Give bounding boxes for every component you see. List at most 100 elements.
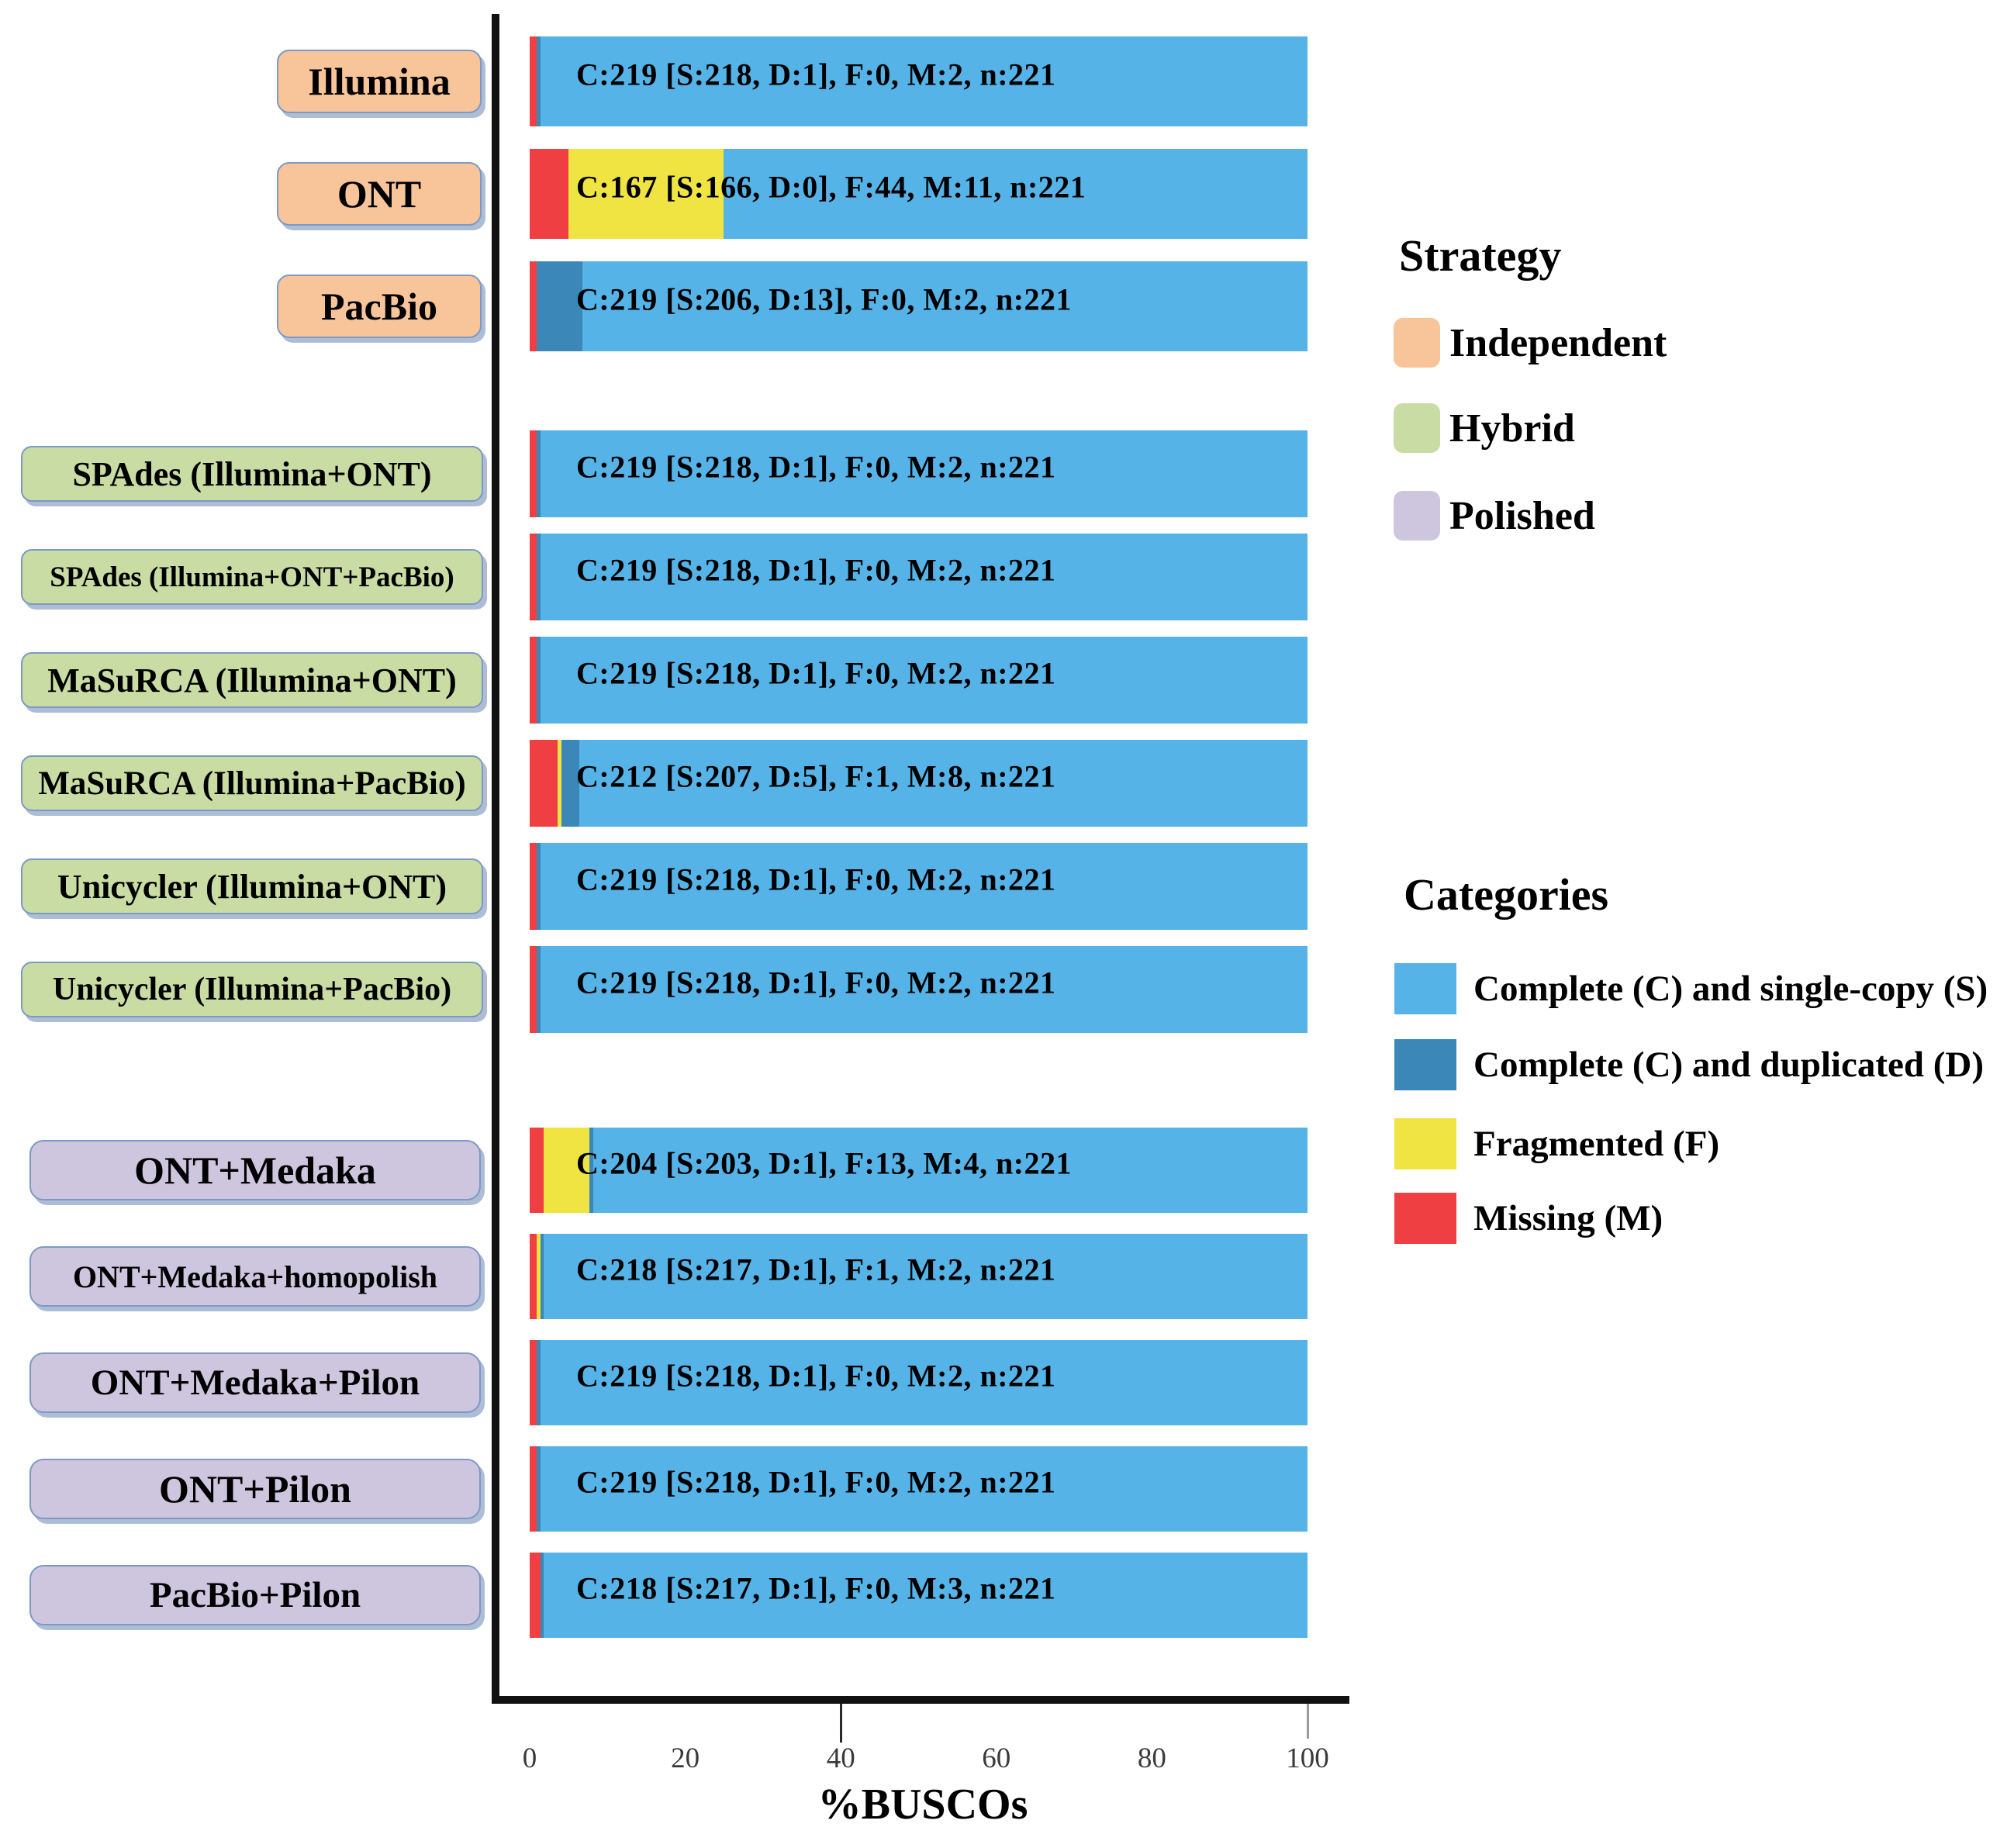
legend-swatch (1394, 318, 1440, 368)
duplicated-segment (540, 1553, 544, 1638)
row-label-text: MaSuRCA (Illumina+PacBio) (38, 765, 466, 802)
missing-segment (530, 261, 537, 351)
row-label-text: PacBio+Pilon (149, 1575, 361, 1615)
row-label: ONT+Medaka+homopolish (29, 1246, 481, 1307)
busco-bar: C:167 [S:166, D:0], F:44, M:11, n:221 (530, 149, 1308, 239)
busco-summary-text: C:167 [S:166, D:0], F:44, M:11, n:221 (576, 169, 1086, 205)
missing-segment (530, 1553, 541, 1638)
row-label-text: SPAdes (Illumina+ONT) (72, 454, 432, 493)
row-label: SPAdes (Illumina+ONT+PacBio) (21, 549, 483, 605)
missing-segment (530, 946, 537, 1033)
busco-summary-text: C:219 [S:218, D:1], F:0, M:2, n:221 (576, 57, 1056, 92)
legend-item: Complete (C) and single-copy (S) (1394, 963, 1988, 1014)
row-label-text: Unicycler (Illumina+PacBio) (52, 972, 452, 1007)
busco-bar: C:219 [S:218, D:1], F:0, M:2, n:221 (530, 637, 1308, 724)
single-copy-segment (540, 637, 1308, 724)
duplicated-segment (537, 534, 541, 620)
fragmented-segment (537, 1234, 541, 1319)
legend-item: Hybrid (1394, 403, 1575, 453)
missing-segment (530, 1340, 537, 1425)
fragmented-segment (568, 149, 724, 239)
x-tick-label: 40 (826, 1743, 855, 1774)
legend-item: Complete (C) and duplicated (D) (1394, 1039, 1984, 1090)
row-label: Unicycler (Illumina+ONT) (21, 858, 483, 914)
legend-swatch (1394, 1039, 1456, 1090)
busco-bar: C:219 [S:206, D:13], F:0, M:2, n:221 (530, 261, 1308, 351)
row-label-text: ONT+Medaka+homopolish (72, 1259, 438, 1294)
busco-bar: C:218 [S:217, D:1], F:1, M:2, n:221 (530, 1234, 1308, 1319)
row-label: PacBio+Pilon (29, 1565, 481, 1625)
single-copy-segment (540, 430, 1308, 517)
row-label-text: Illumina (308, 60, 451, 103)
busco-bar: C:212 [S:207, D:5], F:1, M:8, n:221 (530, 740, 1308, 827)
single-copy-segment (592, 1128, 1308, 1213)
x-axis-line (492, 1696, 1349, 1704)
x-tick-label: 60 (982, 1743, 1011, 1774)
single-copy-segment (544, 1553, 1308, 1638)
legend-label: Independent (1449, 320, 1667, 365)
missing-segment (530, 430, 537, 517)
missing-segment (530, 1446, 537, 1532)
row-label-text: ONT+Pilon (159, 1467, 351, 1511)
row-label: Unicycler (Illumina+PacBio) (21, 962, 483, 1017)
x-tick-mark (840, 1704, 843, 1743)
duplicated-segment (537, 430, 541, 517)
duplicated-segment (537, 946, 541, 1033)
busco-summary-text: C:219 [S:218, D:1], F:0, M:2, n:221 (576, 1358, 1056, 1394)
busco-bar: C:204 [S:203, D:1], F:13, M:4, n:221 (530, 1128, 1308, 1213)
busco-bar: C:219 [S:218, D:1], F:0, M:2, n:221 (530, 430, 1308, 517)
x-tick-label: 80 (1137, 1743, 1166, 1774)
row-label: MaSuRCA (Illumina+PacBio) (21, 755, 483, 811)
legend-swatch (1394, 403, 1440, 453)
y-axis-line (492, 14, 499, 1704)
legend-swatch (1394, 491, 1440, 541)
duplicated-segment (589, 1128, 593, 1213)
legend-categories-title: Categories (1404, 869, 1609, 920)
duplicated-segment (537, 637, 541, 724)
row-label-text: MaSuRCA (Illumina+ONT) (47, 661, 457, 699)
busco-summary-text: C:219 [S:218, D:1], F:0, M:2, n:221 (576, 862, 1056, 897)
legend-item: Missing (M) (1394, 1193, 1663, 1244)
single-copy-segment (544, 1234, 1308, 1319)
row-label-text: ONT (337, 172, 422, 216)
fragmented-segment (544, 1128, 590, 1213)
fragmented-segment (558, 740, 561, 827)
legend-label: Polished (1449, 493, 1595, 538)
legend-label: Hybrid (1449, 406, 1575, 451)
x-axis-title: %BUSCOs (817, 1781, 1028, 1829)
row-label-text: SPAdes (Illumina+ONT+PacBio) (50, 561, 454, 593)
legend-label: Missing (M) (1473, 1198, 1663, 1238)
legend-label: Fragmented (F) (1473, 1124, 1720, 1164)
missing-segment (530, 1234, 537, 1319)
row-label: SPAdes (Illumina+ONT) (21, 446, 483, 502)
legend-swatch (1394, 963, 1456, 1014)
busco-bar: C:219 [S:218, D:1], F:0, M:2, n:221 (530, 843, 1308, 930)
legend-swatch (1394, 1118, 1456, 1169)
row-label: Illumina (277, 50, 482, 113)
missing-segment (530, 637, 537, 724)
missing-segment (530, 149, 568, 239)
busco-summary-text: C:204 [S:203, D:1], F:13, M:4, n:221 (576, 1145, 1073, 1181)
legend-item: Polished (1394, 491, 1595, 541)
duplicated-segment (537, 36, 541, 126)
legend-swatch (1394, 1193, 1456, 1244)
busco-bar: C:219 [S:218, D:1], F:0, M:2, n:221 (530, 36, 1308, 126)
row-label-text: ONT+Medaka+Pilon (90, 1363, 420, 1403)
duplicated-segment (561, 740, 579, 827)
busco-summary-text: C:212 [S:207, D:5], F:1, M:8, n:221 (576, 758, 1056, 794)
duplicated-segment (537, 843, 541, 930)
busco-summary-text: C:218 [S:217, D:1], F:0, M:3, n:221 (576, 1570, 1056, 1606)
legend-item: Independent (1394, 318, 1667, 368)
legend-label: Complete (C) and single-copy (S) (1473, 969, 1988, 1009)
row-label: ONT (277, 162, 482, 226)
single-copy-segment (582, 261, 1308, 351)
row-label: ONT+Medaka+Pilon (29, 1352, 481, 1413)
busco-summary-text: C:219 [S:218, D:1], F:0, M:2, n:221 (576, 1464, 1056, 1500)
busco-summary-text: C:219 [S:218, D:1], F:0, M:2, n:221 (576, 449, 1056, 485)
legend-label: Complete (C) and duplicated (D) (1473, 1045, 1984, 1085)
x-tick-label: 20 (671, 1743, 700, 1774)
single-copy-segment (540, 946, 1308, 1033)
single-copy-segment (540, 36, 1308, 126)
row-label: ONT+Medaka (29, 1140, 481, 1200)
